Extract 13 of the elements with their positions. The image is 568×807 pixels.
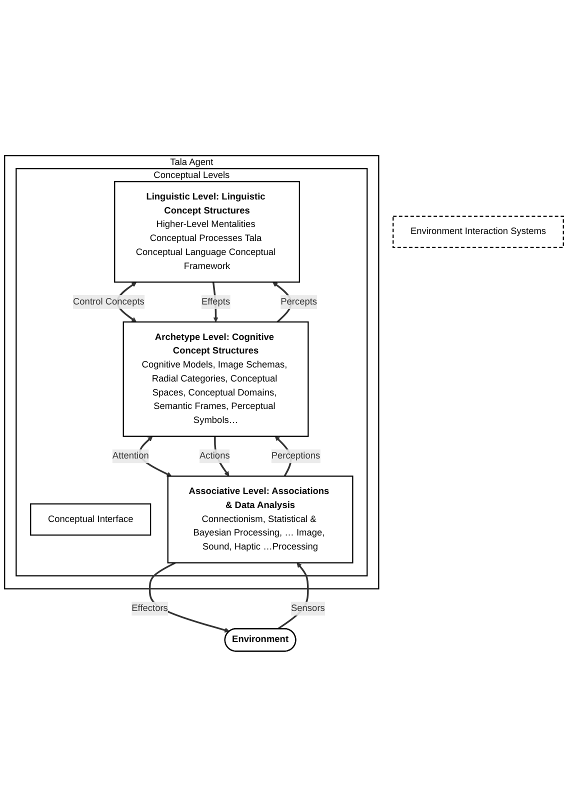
edge-label: Sensors — [290, 604, 325, 614]
edge-label: Attention — [112, 451, 149, 461]
node-box: Linguistic Level: Linguistic Concept Structures Higher-Level Mentalities Conceptual Processes Tala Conceptual Language Conceptual Framework — [114, 181, 300, 283]
node-box: Archetype Level: Cognitive Concept Structures Cognitive Models, Image Schemas, Radial Categories, Conceptual Spaces, Conceptual Domains, Semantic Frames, Perceptual Symbols… — [122, 321, 309, 437]
node-box: Associative Level: Associations & Data Analysis Connectionism, Statistical & Bayesian Processing, … Image, Sound, Haptic …Processing — [167, 476, 354, 564]
edge-label: Perceptions — [271, 451, 320, 461]
node-box: Environment Interaction Systems — [392, 216, 564, 248]
edge-label: Effepts — [201, 296, 230, 307]
edge-label: Control Concepts — [72, 296, 144, 307]
node-box: Conceptual Interface — [30, 503, 152, 536]
edge-label: Percepts — [280, 296, 318, 307]
edge-label: Effectors — [132, 604, 168, 614]
edge-label: Actions — [200, 451, 230, 461]
